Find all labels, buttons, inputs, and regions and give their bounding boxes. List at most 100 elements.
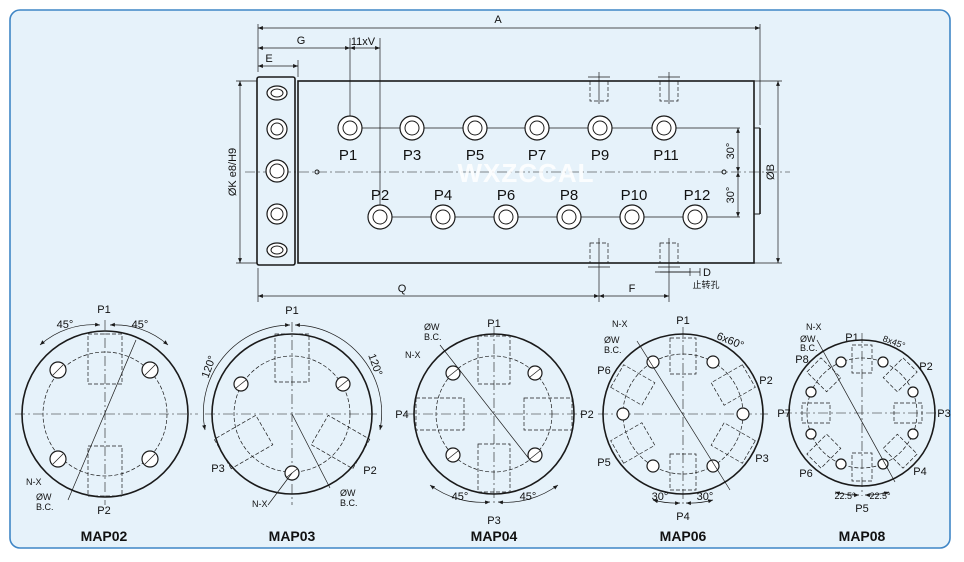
label-p4: P4 <box>434 187 452 204</box>
dim-g: G <box>297 35 306 47</box>
port-p1 <box>337 115 363 141</box>
map04-view: P1 P3 P4 P2 45° 45° ØW B.C. N-X MAP04 <box>395 318 593 544</box>
map08-p8: P8 <box>795 354 808 366</box>
map02-nx: N-X <box>26 477 42 487</box>
dim-b: ØB <box>765 164 777 180</box>
map08-p6: P6 <box>799 468 812 480</box>
port-p11 <box>651 115 677 141</box>
map08-view: P1 P2 P3 P4 P5 P6 P7 P8 8x45° 22.5° 22.5… <box>777 322 950 544</box>
port-p7 <box>524 115 550 141</box>
port-p10 <box>619 204 645 230</box>
map08-w: ØW <box>800 334 816 344</box>
map04-nx: N-X <box>405 350 421 360</box>
end-cap-ports <box>265 85 289 258</box>
map04-p2: P2 <box>580 409 593 421</box>
map04-p3: P3 <box>487 515 500 527</box>
map06-p6: P6 <box>597 365 610 377</box>
map06-angle-right: 30° <box>697 491 714 503</box>
map04-w: ØW <box>424 322 440 332</box>
map02-p1: P1 <box>97 304 110 316</box>
dim-q: Q <box>398 283 407 295</box>
label-p11: P11 <box>653 147 679 164</box>
map08-p2: P2 <box>919 361 932 373</box>
map03-p2: P2 <box>363 465 376 477</box>
map06-p5: P5 <box>597 457 610 469</box>
fittings <box>588 72 680 270</box>
port-p9 <box>587 115 613 141</box>
map04-angle-left: 45° <box>452 491 469 503</box>
anti-rotation-hole-note: 止转孔 <box>692 279 719 290</box>
map04-p1: P1 <box>487 318 500 330</box>
map03-title: MAP03 <box>269 528 316 544</box>
port-p3 <box>399 115 425 141</box>
label-p6: P6 <box>497 187 515 204</box>
map03-view: P1 P3 P2 120° 120° N-X ØW B.C. MAP03 <box>200 305 385 544</box>
map04-title: MAP04 <box>471 528 518 544</box>
port-p2 <box>367 204 393 230</box>
map03-p3: P3 <box>211 463 224 475</box>
map06-bc: B.C. <box>604 345 622 355</box>
map08-p4: P4 <box>913 466 926 478</box>
map08-title: MAP08 <box>839 528 886 544</box>
map02-p2: P2 <box>97 505 110 517</box>
map08-angle-left: 22.5° <box>834 491 856 501</box>
label-p5: P5 <box>466 147 484 164</box>
map03-w: ØW <box>340 488 356 498</box>
map08-angle-right: 22.5° <box>869 491 891 501</box>
map08-p3: P3 <box>937 408 950 420</box>
label-p8: P8 <box>560 187 578 204</box>
upper-port-row <box>337 115 740 141</box>
angle-30-upper: 30° <box>725 143 737 160</box>
map06-title: MAP06 <box>660 528 707 544</box>
label-p1: P1 <box>339 147 357 164</box>
dim-f: F <box>629 283 636 295</box>
map08-bc: B.C. <box>800 343 818 353</box>
port-p4 <box>430 204 456 230</box>
map02-view: P1 P2 45° 45° N-X ØW B.C. MAP02 <box>15 304 198 544</box>
map04-bc: B.C. <box>424 332 442 342</box>
angle-30-lower: 30° <box>725 187 737 204</box>
map06-p2: P2 <box>759 375 772 387</box>
label-p3: P3 <box>403 147 421 164</box>
port-p5 <box>462 115 488 141</box>
dim-d: D <box>703 267 711 279</box>
map08-nx: N-X <box>806 322 822 332</box>
map06-view: P1 P2 P3 P4 P5 P6 6x60° 30° 30° N-X ØW B… <box>597 315 772 544</box>
lower-port-row <box>367 204 740 230</box>
map03-p1: P1 <box>285 305 298 317</box>
map02-title: MAP02 <box>81 528 128 544</box>
map06-p4: P4 <box>676 511 689 523</box>
watermark: WXZCCAL <box>458 158 595 188</box>
map06-p3: P3 <box>755 453 768 465</box>
map04-p4: P4 <box>395 409 408 421</box>
map06-w: ØW <box>604 335 620 345</box>
map03-bc: B.C. <box>340 498 358 508</box>
map08-p5: P5 <box>855 503 868 515</box>
map06-angle-left: 30° <box>652 491 669 503</box>
label-p9: P9 <box>591 147 609 164</box>
map02-bc: B.C. <box>36 502 54 512</box>
map08-p7: P7 <box>777 408 790 420</box>
map02-angle-right: 45° <box>132 319 149 331</box>
map04-angle-right: 45° <box>520 491 537 503</box>
dim-k: ØK e8/H9 <box>227 148 239 196</box>
dim-11xv: 11xV <box>351 36 376 48</box>
port-p6 <box>493 204 519 230</box>
label-p12: P12 <box>684 187 711 204</box>
map02-w: ØW <box>36 492 52 502</box>
dim-a: A <box>494 14 502 26</box>
label-p7: P7 <box>528 147 546 164</box>
label-p10: P10 <box>621 187 648 204</box>
main-side-view: P1 P3 P5 P7 P9 P11 P2 P4 P6 P8 P10 P12 W… <box>227 14 790 302</box>
port-p12 <box>682 204 708 230</box>
map02-angle-left: 45° <box>57 319 74 331</box>
map06-p1: P1 <box>676 315 689 327</box>
end-cap <box>256 76 296 266</box>
map03-nx: N-X <box>252 499 268 509</box>
port-p8 <box>556 204 582 230</box>
dim-e: E <box>265 53 272 65</box>
map08-p1: P1 <box>845 332 858 344</box>
map06-nx: N-X <box>612 319 628 329</box>
